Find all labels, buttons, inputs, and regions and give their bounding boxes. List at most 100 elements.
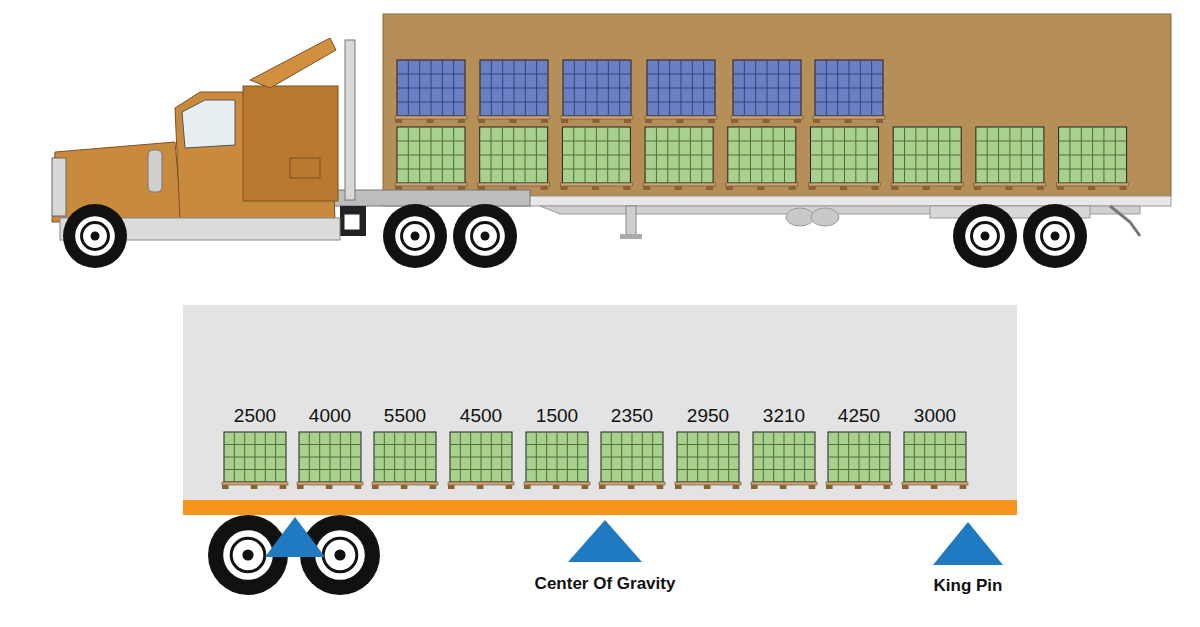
rim bbox=[465, 216, 505, 256]
hub-ring bbox=[1042, 223, 1069, 250]
pallet-deck bbox=[395, 183, 467, 186]
grid-line bbox=[647, 102, 715, 103]
load-weight: 4000 bbox=[309, 406, 351, 427]
grid-line bbox=[374, 457, 436, 458]
pallet-deck bbox=[974, 183, 1046, 186]
pallet-foot bbox=[326, 485, 333, 489]
pallet-foot bbox=[974, 186, 981, 190]
grid-line bbox=[450, 444, 512, 445]
grid-line bbox=[480, 169, 548, 170]
pallet-load bbox=[647, 60, 715, 116]
rim bbox=[965, 216, 1005, 256]
point-label: Center Of Gravity bbox=[535, 575, 676, 594]
pallet-deck bbox=[891, 183, 963, 186]
pallet-foot bbox=[509, 186, 516, 190]
grid-line bbox=[397, 141, 465, 142]
hub-ring bbox=[972, 223, 999, 250]
pallet-deck bbox=[813, 116, 885, 119]
hub-ring bbox=[472, 223, 499, 250]
hub-ring bbox=[231, 538, 265, 572]
grid-line bbox=[677, 457, 739, 458]
air-deflector bbox=[250, 38, 336, 88]
pallet-foot bbox=[478, 119, 485, 123]
grid-line bbox=[601, 457, 663, 458]
pallet-deck bbox=[560, 183, 632, 186]
pallet-foot bbox=[794, 119, 801, 123]
grid-line bbox=[811, 155, 879, 156]
pallet-load bbox=[828, 432, 890, 482]
pallet bbox=[645, 60, 717, 123]
pallet-deck bbox=[524, 482, 590, 485]
pallet-deck bbox=[731, 116, 803, 119]
grid-line bbox=[645, 169, 713, 170]
point-label: King Pin bbox=[934, 577, 1003, 596]
grid-line bbox=[397, 74, 465, 75]
grid-line bbox=[480, 74, 548, 75]
wheels bbox=[63, 204, 1087, 268]
grid-line bbox=[645, 155, 713, 156]
pallet-deck bbox=[751, 482, 817, 485]
grid-line bbox=[526, 457, 588, 458]
hood bbox=[52, 142, 182, 222]
pallet-foot bbox=[553, 485, 560, 489]
grid-line bbox=[1059, 155, 1127, 156]
load-weight: 5500 bbox=[384, 406, 426, 427]
grid-line bbox=[828, 457, 890, 458]
pallet-load bbox=[224, 432, 286, 482]
grid-line bbox=[601, 469, 663, 470]
pallet bbox=[731, 60, 803, 123]
grid-line bbox=[1059, 169, 1127, 170]
pallet-foot bbox=[809, 186, 816, 190]
rim bbox=[75, 216, 115, 256]
grid-line bbox=[976, 141, 1044, 142]
pallet-foot bbox=[372, 485, 379, 489]
hub bbox=[242, 549, 253, 560]
grid-line bbox=[753, 469, 815, 470]
top-pallets bbox=[395, 60, 1129, 190]
pallet-foot bbox=[704, 485, 711, 489]
mud-flap bbox=[1110, 206, 1140, 236]
grid-line bbox=[299, 444, 361, 445]
wheel bbox=[453, 204, 517, 268]
tank bbox=[811, 208, 839, 226]
pallet bbox=[395, 60, 467, 123]
grid-line bbox=[563, 74, 631, 75]
pallet-foot bbox=[902, 485, 909, 489]
grid-line bbox=[526, 469, 588, 470]
pallet bbox=[809, 127, 881, 190]
grid-line bbox=[374, 469, 436, 470]
pallet-load bbox=[562, 127, 630, 183]
pallet-foot bbox=[931, 485, 938, 489]
wheel bbox=[1023, 204, 1087, 268]
pallet-foot bbox=[731, 119, 738, 123]
wheel bbox=[383, 204, 447, 268]
pallet-deck bbox=[222, 482, 288, 485]
king-pin-support bbox=[933, 522, 1003, 565]
pallet-foot bbox=[762, 119, 769, 123]
pallet-deck bbox=[478, 116, 550, 119]
pallet-deck bbox=[561, 116, 633, 119]
pallet-foot bbox=[599, 485, 606, 489]
load-weight: 2350 bbox=[611, 406, 653, 427]
rim bbox=[395, 216, 435, 256]
pallet-deck bbox=[372, 482, 438, 485]
pallet-foot bbox=[954, 186, 961, 190]
grid-line bbox=[562, 155, 630, 156]
load-pallets bbox=[222, 432, 968, 489]
grid-line bbox=[815, 74, 883, 75]
pallet-foot bbox=[1057, 186, 1064, 190]
grid-line bbox=[753, 457, 815, 458]
pallet-foot bbox=[401, 485, 408, 489]
pallet bbox=[478, 127, 550, 190]
fifth-wheel bbox=[340, 206, 366, 236]
tire bbox=[383, 204, 447, 268]
load-weight: 4250 bbox=[838, 406, 880, 427]
tire bbox=[1023, 204, 1087, 268]
grid-line bbox=[728, 141, 796, 142]
pallet bbox=[891, 127, 963, 190]
grid-line bbox=[450, 457, 512, 458]
pallet-deck bbox=[395, 116, 467, 119]
pallet-load bbox=[1059, 127, 1127, 183]
pallet-foot bbox=[844, 119, 851, 123]
grid-line bbox=[733, 102, 801, 103]
